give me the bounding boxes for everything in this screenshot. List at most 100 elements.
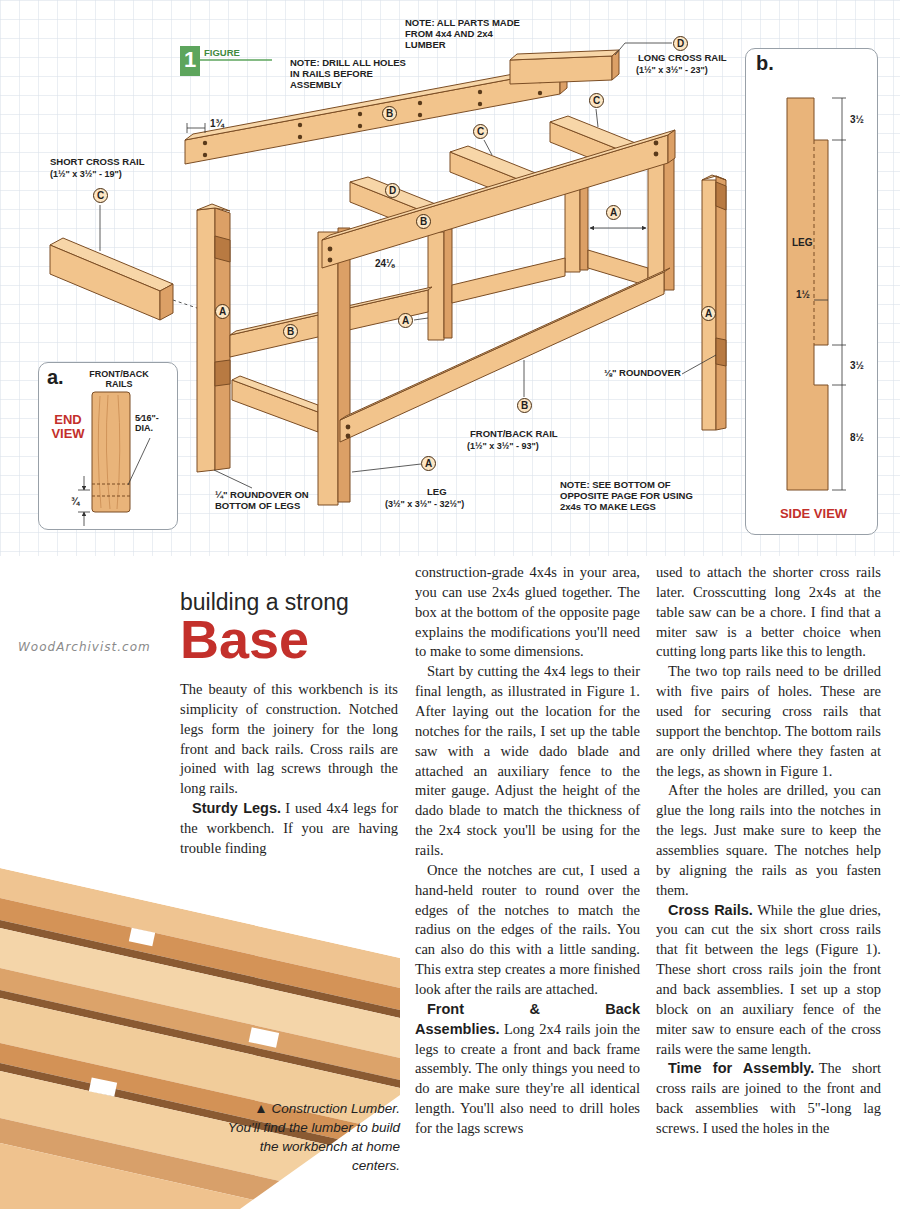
lumber-photo: [249, 1027, 280, 1047]
paragraph: Sturdy Legs.I used 4x4 legs for the work…: [180, 799, 398, 859]
note-text: NOTE: SEE BOTTOM OF OPPOSITE PAGE FOR US…: [560, 480, 695, 513]
side-view-inset: [842, 98, 843, 490]
side-view-inset: [745, 48, 878, 535]
end-view-inset: [98, 395, 120, 509]
callout-letter: A: [421, 456, 436, 471]
workbench-drawing: [428, 232, 444, 340]
side-view-inset: [787, 98, 828, 490]
lag-screw-heads: [328, 247, 333, 252]
drill-holes: [478, 90, 482, 94]
paragraph: construction-grade 4x4s in your area, yo…: [415, 563, 640, 662]
workbench-drawing: [173, 300, 197, 308]
part-dimension: (1½" x 3½" - 93"): [467, 442, 539, 452]
drill-holes: [203, 79, 542, 157]
dimension-ticks: [832, 140, 846, 141]
paragraph: Once the notches are cut, I used a hand-…: [415, 861, 640, 1000]
dimension-label: 8½: [850, 432, 864, 443]
note-text: NOTE: ALL PARTS MADE FROM 4x4 AND 2x4 LU…: [405, 18, 530, 51]
end-view-inset: [92, 392, 130, 512]
leader-lines: [524, 360, 525, 397]
dimension-label: 3½: [850, 360, 864, 371]
callout-letter: A: [398, 313, 413, 328]
callout-letter: A: [701, 306, 716, 321]
callout-letter: B: [517, 398, 532, 413]
lumber-photo: [0, 868, 400, 1209]
workbench-drawing: [50, 245, 160, 320]
figure-tab: 1FIGURE: [180, 46, 200, 76]
figure-word: FIGURE: [204, 48, 240, 58]
callout-letter: C: [473, 124, 488, 139]
dimension-label: 3½: [850, 114, 864, 125]
callout-letter: C: [93, 188, 108, 203]
part-dimension: (1½" x 3½" - 19"): [50, 170, 122, 180]
end-view-inset: [38, 362, 178, 530]
detail-inset: b.3½LEG1½3½8½SIDE VIEW: [745, 48, 878, 535]
workbench-drawing: [510, 56, 612, 84]
end-view-inset: [128, 438, 150, 485]
leader-lines: [205, 123, 206, 133]
body-text: used to attach the shorter cross rails l…: [656, 564, 881, 659]
body-text: construction-grade 4x4s in your area, yo…: [415, 564, 640, 659]
leader-lines: [100, 43, 716, 488]
text-column: used to attach the shorter cross rails l…: [656, 563, 881, 1139]
body-text: The two top rails need to be drilled wit…: [656, 663, 881, 778]
paragraph: The two top rails need to be drilled wit…: [656, 662, 881, 781]
view-title: SIDE VIEW: [766, 507, 861, 521]
workbench-drawing: [702, 180, 716, 430]
part-name: FRONT/BACK RAIL: [470, 429, 558, 439]
callout-letter: A: [606, 205, 621, 220]
lag-screw-heads: [346, 434, 351, 439]
workbench-drawing: [197, 208, 215, 472]
body-text: Long 2x4 rails join the legs to create a…: [415, 1021, 640, 1136]
workbench-drawing: [452, 258, 565, 303]
run-in-head: Time for Assembly.: [668, 1060, 814, 1076]
text-column: The beauty of this workbench is its simp…: [180, 680, 398, 859]
drill-holes: [358, 124, 362, 128]
drill-holes: [298, 135, 302, 139]
workbench-drawing: [444, 229, 452, 338]
workbench-drawing: [160, 284, 173, 320]
workbench-drawing: [340, 268, 670, 420]
side-view-inset: [745, 48, 878, 535]
body-text: The beauty of this workbench is its simp…: [180, 681, 398, 796]
dimension-label: 5⁄16"- DIA.: [135, 413, 177, 434]
workbench-drawing: [215, 208, 230, 470]
lumber-photo: [129, 928, 155, 947]
end-view-inset: [38, 362, 178, 530]
workbench-drawing: [716, 176, 726, 430]
dimension-label: 1½: [796, 289, 810, 300]
figure-number: 1: [180, 47, 200, 73]
workbench-drawing: [197, 204, 230, 211]
callout-letter: B: [283, 324, 298, 339]
lag-screw-heads: [654, 152, 659, 157]
part-name: LONG CROSS RAIL: [638, 53, 727, 63]
leader-lines: [352, 464, 421, 472]
grid-paper: [0, 0, 900, 556]
leader-lines: [414, 318, 428, 320]
dimension-ticks: [832, 490, 846, 491]
workbench-drawing: [716, 338, 726, 366]
workbench-drawing: [215, 236, 230, 262]
dimension-ticks: [832, 98, 846, 99]
end-view-inset: [92, 496, 130, 497]
leader-lines: [590, 228, 646, 229]
watermark: WoodArchivist.com: [18, 640, 168, 654]
callout-letter: A: [215, 304, 230, 319]
grid-paper: [0, 0, 900, 556]
dimension-label: 1¾: [210, 118, 224, 129]
end-view-inset: [84, 476, 85, 490]
workbench-drawing: [318, 232, 338, 505]
dimension-label: 24⅛: [375, 258, 394, 269]
part-name: SHORT CROSS RAIL: [50, 157, 144, 167]
callout-letter: D: [673, 36, 688, 51]
workbench-drawing: [232, 376, 318, 412]
part-dimension: (3½" x 3½" - 32½"): [385, 500, 464, 510]
dimension-ticks: [832, 385, 846, 386]
workbench-drawing: [716, 182, 726, 210]
workbench-drawing: [668, 130, 675, 163]
body-text: While the glue dries, you can cut the si…: [656, 902, 881, 1057]
part-dimension: (1½" x 3½" - 23"): [636, 66, 708, 76]
paragraph: Cross Rails.While the glue dries, you ca…: [656, 901, 881, 1060]
part-name: ⅛" ROUNDOVER: [604, 368, 681, 378]
